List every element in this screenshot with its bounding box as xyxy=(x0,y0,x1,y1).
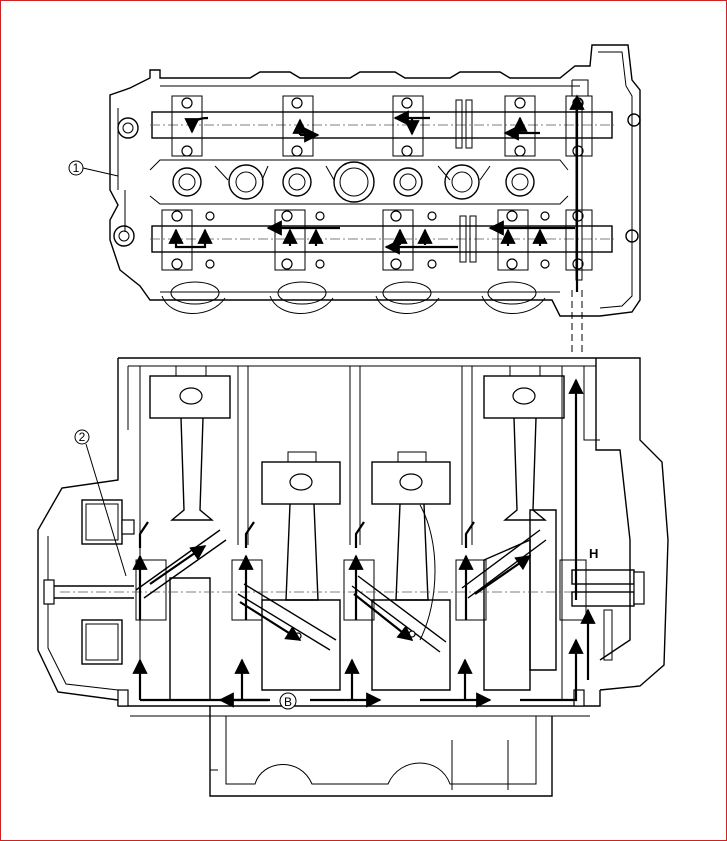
callout-1: 1 xyxy=(68,160,119,177)
label-h: H xyxy=(589,546,598,561)
piston-3 xyxy=(371,451,451,601)
crankcase xyxy=(37,357,669,797)
callout-2: 2 xyxy=(74,429,127,577)
piston-1 xyxy=(149,365,231,521)
label-b: B xyxy=(279,692,297,710)
piston-2 xyxy=(261,451,341,601)
callout-1-label: 1 xyxy=(73,161,80,175)
cylinder-head xyxy=(109,44,641,317)
callout-2-label: 2 xyxy=(79,430,86,444)
piston-4 xyxy=(483,365,565,521)
head-oil-feed-line xyxy=(569,94,585,355)
label-b-text: B xyxy=(284,695,292,709)
